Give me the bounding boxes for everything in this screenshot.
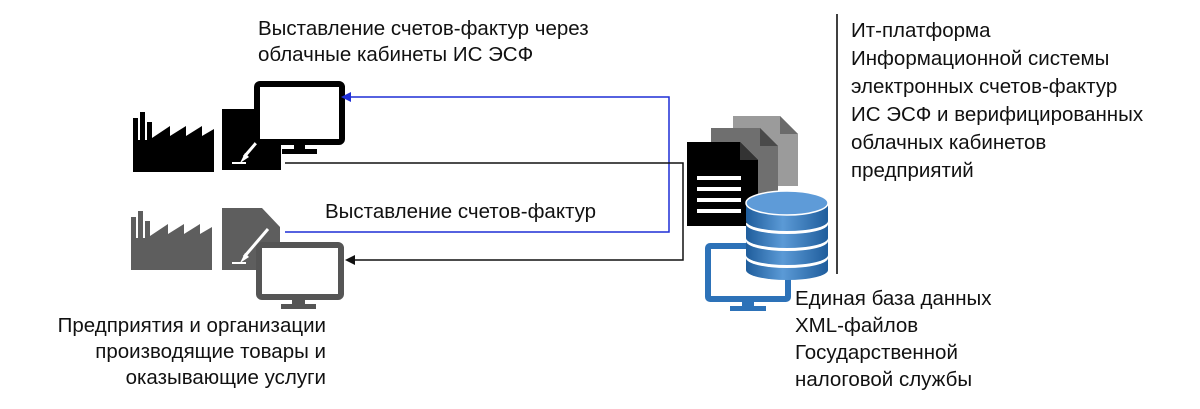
- top-flow-label: Выставление счетов-фактур через облачные…: [258, 17, 589, 66]
- database-icon: [745, 190, 829, 280]
- monitor-icon: [256, 242, 344, 309]
- bottom-flow-label: Выставление счетов-фактур: [325, 200, 597, 223]
- platform-label: Ит-платформа Информационной системы элек…: [851, 19, 1144, 182]
- flow-arrow-blue: [285, 92, 670, 233]
- database-label: Единая база данных XML-файлов Государств…: [795, 287, 992, 391]
- factory-icon: [131, 211, 212, 270]
- factory-icon: [133, 112, 214, 172]
- monitor-icon: [254, 81, 345, 154]
- documents-stack-icon: [687, 116, 798, 226]
- flow-arrow-black: [285, 162, 684, 265]
- enterprises-label: Предприятия и организации производящие т…: [57, 314, 326, 389]
